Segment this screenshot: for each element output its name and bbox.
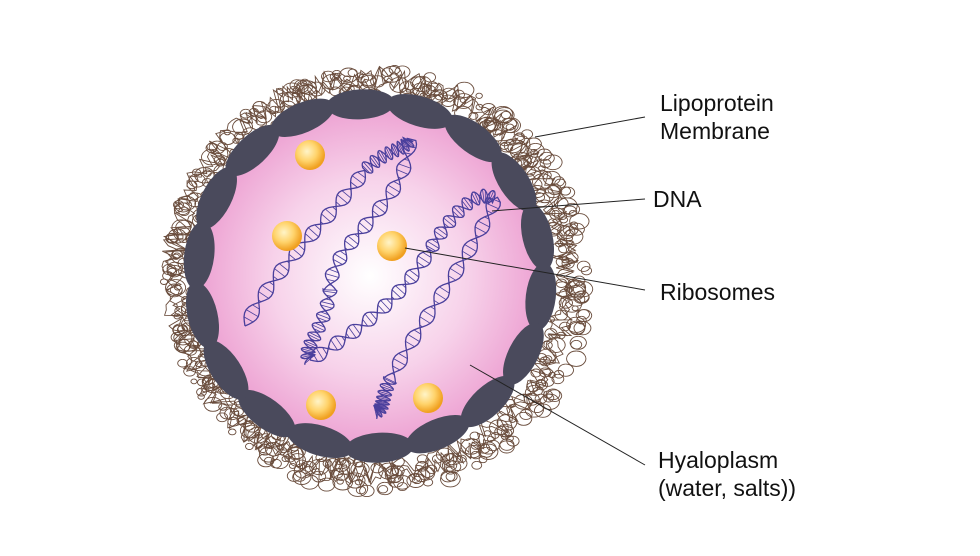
membrane-plate: [326, 89, 395, 120]
membrane-plate: [520, 203, 555, 271]
dna-backbone: [309, 190, 496, 418]
leader-line: [491, 198, 646, 212]
leader-line: [534, 116, 646, 138]
label-membrane: Lipoprotein Membrane: [660, 89, 774, 145]
membrane-plate: [225, 124, 280, 177]
label-membrane-line2: Membrane: [660, 118, 770, 144]
membrane-plate: [270, 98, 335, 137]
label-dna: DNA: [653, 186, 702, 212]
leader-line: [469, 364, 646, 466]
leader-line: [404, 247, 646, 291]
membrane-plate: [444, 114, 502, 163]
dna-backbone: [243, 137, 418, 360]
label-ribosomes: Ribosomes: [660, 279, 776, 305]
membrane-plates: [183, 89, 557, 463]
label-hyaloplasm: Hyaloplasm (water, salts)): [658, 446, 796, 502]
ribosome: [413, 383, 443, 413]
dna-strands: [243, 136, 501, 420]
membrane-plate: [196, 167, 237, 230]
dna-strand-2: [309, 188, 501, 420]
dna-strand-1: [243, 136, 418, 365]
ribosome: [377, 231, 407, 261]
label-membrane-line1: Lipoprotein: [660, 90, 774, 116]
membrane-plate: [183, 221, 215, 290]
membrane-plate: [203, 340, 249, 400]
ribosome: [306, 390, 336, 420]
membrane-plate: [345, 432, 414, 463]
ribosome: [295, 140, 325, 170]
membrane-plate: [491, 152, 537, 212]
hyaloplasm-region: [192, 98, 548, 454]
leader-lines: [404, 116, 646, 466]
membrane-plate: [503, 322, 544, 385]
membrane-plate: [387, 93, 453, 129]
membrane-plate: [238, 389, 296, 438]
ribosomes-group: [272, 140, 443, 420]
dna-backbone: [309, 188, 501, 420]
membrane-plate: [287, 423, 353, 459]
membrane-plate: [525, 262, 557, 331]
ribosome: [272, 221, 302, 251]
membrane-plate: [460, 375, 515, 428]
membrane-plate: [185, 281, 220, 349]
membrane-plate: [405, 415, 470, 454]
label-hyaloplasm-line1: Hyaloplasm: [658, 447, 779, 473]
label-hyaloplasm-line2: (water, salts)): [658, 475, 797, 501]
